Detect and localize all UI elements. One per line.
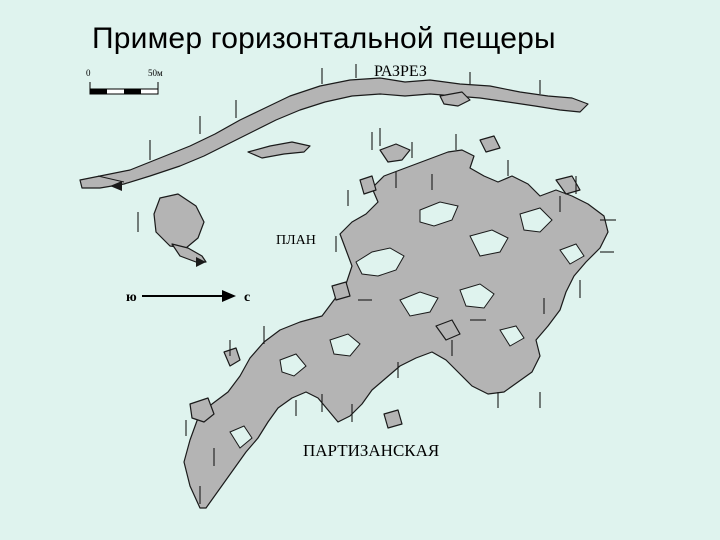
section-label: РАЗРЕЗ — [374, 63, 427, 80]
slide-title: Пример горизонтальной пещеры — [92, 22, 556, 55]
scale-end-label: 50м — [148, 68, 163, 78]
plan-tick-marks — [185, 132, 616, 504]
orientation-indicator: ю с — [126, 290, 250, 305]
orientation-left-label: ю — [126, 290, 137, 305]
orientation-right-label: с — [244, 290, 250, 305]
orientation-arrow-icon — [222, 290, 236, 302]
cave-name: ПАРТИЗАНСКАЯ — [303, 441, 439, 460]
section-tick-marks — [97, 64, 541, 232]
scale-zero-label: 0 — [86, 68, 91, 78]
section-arrow — [110, 181, 206, 267]
scale-bar: 0 50м — [86, 68, 163, 95]
plan-label: ПЛАН — [276, 233, 316, 248]
plan-inner-passages — [229, 201, 585, 449]
